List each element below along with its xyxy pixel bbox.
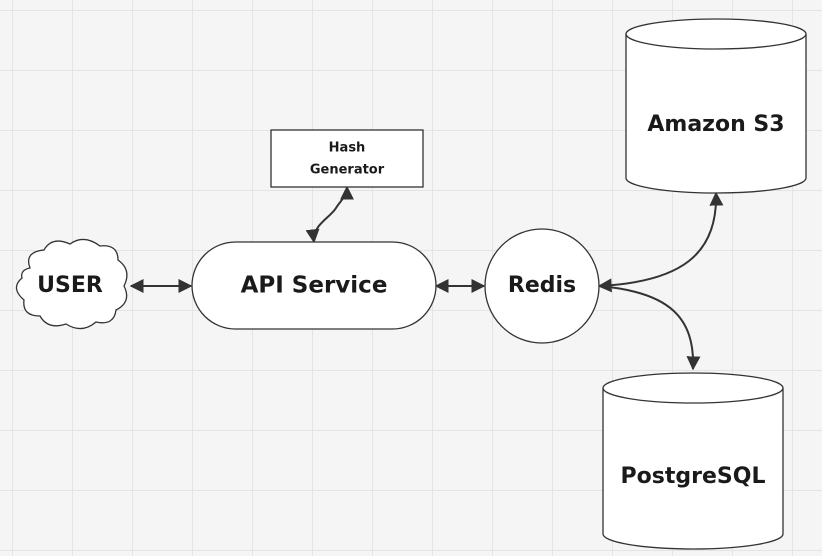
user-label: USER (37, 273, 103, 298)
postgresql-label: PostgreSQL (621, 464, 766, 489)
amazon-s3-label: Amazon S3 (647, 112, 784, 137)
redis-label: Redis (508, 273, 576, 298)
amazon-s3-cylinder (625, 34, 807, 194)
hash-generator-shape (270, 129, 424, 188)
redis-node[interactable]: Redis (484, 228, 600, 344)
hash-generator-label-line2: Generator (310, 163, 385, 178)
postgresql-cylinder (602, 388, 784, 550)
edge-redis-s3 (597, 191, 724, 293)
postgresql-node[interactable]: PostgreSQL (602, 372, 784, 550)
edge-redis-postgres (598, 285, 701, 371)
api-service-node[interactable]: API Service (191, 241, 437, 330)
hash-generator-node[interactable]: Hash Generator (270, 129, 424, 188)
user-cloud-node[interactable]: USER (15, 238, 128, 330)
api-service-label: API Service (241, 273, 388, 299)
postgresql-cylinder-top (602, 372, 784, 404)
amazon-s3-node[interactable]: Amazon S3 (625, 18, 807, 194)
amazon-s3-cylinder-top (625, 18, 807, 50)
api-service-shape (191, 241, 437, 330)
edge-api-hash (305, 185, 354, 244)
hash-generator-label-line1: Hash (329, 141, 366, 156)
redis-shape (484, 228, 600, 344)
cloud-shape (15, 238, 128, 330)
